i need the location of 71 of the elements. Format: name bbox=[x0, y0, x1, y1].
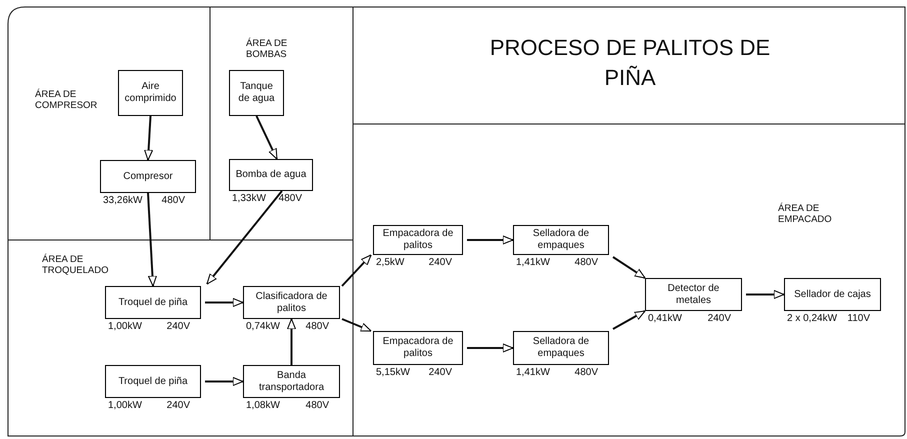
node-label: Bomba de agua bbox=[234, 169, 308, 181]
process-box bbox=[373, 331, 463, 365]
power-label: 1,41kW bbox=[516, 257, 550, 269]
node-label: Tanque de agua bbox=[237, 81, 276, 105]
arrow bbox=[205, 377, 244, 386]
arrow bbox=[147, 192, 157, 286]
arrow bbox=[746, 290, 784, 299]
node-label: Troquel de piña bbox=[117, 296, 189, 308]
area-label: ÁREA DE BOMBAS bbox=[246, 38, 288, 60]
node-label: Clasificadora de palitos bbox=[254, 290, 328, 314]
area-label: ÁREA DE COMPRESOR bbox=[35, 89, 98, 111]
process-box bbox=[118, 70, 183, 116]
process-box bbox=[229, 70, 284, 116]
power-label: 1,33kW bbox=[232, 193, 266, 205]
arrow bbox=[612, 256, 646, 279]
area-label: ÁREA DE TROQUELADO bbox=[42, 254, 110, 276]
node-label: Detector de metales bbox=[666, 282, 720, 306]
process-box bbox=[243, 365, 340, 398]
voltage-label: 240V bbox=[166, 400, 190, 412]
power-label: 1,00kW bbox=[108, 321, 142, 333]
node-label: Empacadora de palitos bbox=[382, 228, 454, 252]
process-box bbox=[645, 278, 742, 311]
arrow bbox=[206, 190, 283, 285]
node-label: Empacadora de palitos bbox=[382, 336, 454, 360]
process-box bbox=[243, 286, 340, 319]
power-label: 5,15kW bbox=[376, 367, 410, 379]
process-box bbox=[105, 286, 201, 319]
voltage-label: 480V bbox=[306, 321, 329, 333]
power-label: 0,74kW bbox=[246, 321, 280, 333]
voltage-label: 480V bbox=[574, 257, 598, 269]
node-label: Selladora de empaques bbox=[532, 336, 590, 360]
node-label: Sellador de cajas bbox=[793, 288, 872, 300]
arrow bbox=[467, 344, 514, 352]
process-box bbox=[373, 225, 463, 255]
arrow bbox=[205, 298, 244, 307]
process-box bbox=[513, 331, 609, 365]
node-label: Troquel de piña bbox=[117, 376, 189, 388]
power-label: 1,08kW bbox=[246, 400, 280, 412]
process-box bbox=[513, 225, 609, 255]
process-box bbox=[229, 159, 313, 191]
node-label: Aire comprimido bbox=[124, 81, 178, 105]
voltage-label: 240V bbox=[166, 321, 190, 333]
voltage-label: 240V bbox=[428, 257, 452, 269]
process-box bbox=[105, 365, 201, 398]
node-label: Banda transportadora bbox=[258, 370, 326, 394]
voltage-label: 110V bbox=[847, 313, 870, 325]
arrow bbox=[256, 116, 278, 160]
voltage-label: 480V bbox=[574, 367, 598, 379]
voltage-label: 240V bbox=[428, 367, 452, 379]
node-label: Selladora de empaques bbox=[532, 228, 590, 252]
diagram-title: PROCESO DE PALITOS DE PIÑA bbox=[488, 34, 772, 92]
power-label: 0,41kW bbox=[648, 313, 682, 325]
voltage-label: 240V bbox=[708, 313, 731, 325]
power-label: 2,5kW bbox=[376, 257, 404, 269]
node-label: Compresor bbox=[122, 170, 174, 182]
arrow bbox=[341, 254, 372, 287]
voltage-label: 480V bbox=[162, 195, 185, 207]
voltage-label: 480V bbox=[306, 400, 329, 412]
area-label: ÁREA DE EMPACADO bbox=[778, 203, 833, 225]
arrow bbox=[144, 116, 154, 160]
arrow bbox=[287, 318, 296, 365]
arrow bbox=[612, 310, 646, 330]
process-box bbox=[100, 160, 196, 193]
arrow bbox=[342, 318, 372, 332]
power-label: 1,41kW bbox=[516, 367, 550, 379]
arrow bbox=[467, 236, 514, 244]
power-label: 2 x 0,24kW bbox=[787, 313, 838, 325]
voltage-label: 480V bbox=[278, 193, 302, 205]
power-label: 1,00kW bbox=[108, 400, 142, 412]
power-label: 33,26kW bbox=[103, 195, 142, 207]
process-box bbox=[784, 278, 881, 311]
